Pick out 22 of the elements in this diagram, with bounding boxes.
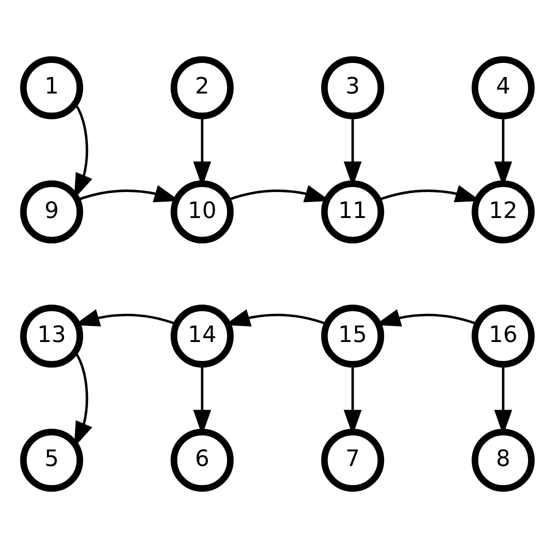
- arrow: [378, 184, 481, 202]
- node-circle: 8: [472, 428, 535, 492]
- node-circle: 11: [321, 180, 384, 243]
- node-circle: 10: [170, 180, 234, 243]
- node-circle: 2: [170, 56, 234, 119]
- node-circle: 9: [20, 180, 84, 243]
- arrow: [77, 184, 180, 202]
- node-circle: 5: [20, 428, 84, 492]
- node-circle: 13: [20, 304, 84, 368]
- node-circle: 6: [170, 428, 234, 492]
- node-circle: 4: [472, 56, 535, 119]
- node-circle: 1: [20, 56, 84, 119]
- node-circle: 16: [472, 304, 535, 368]
- node-circle: 14: [170, 304, 234, 368]
- node-circle: 3: [321, 56, 384, 119]
- arrow: [224, 308, 328, 326]
- arrow: [74, 308, 177, 326]
- node-circle: 15: [321, 304, 384, 368]
- node-circle: 7: [321, 428, 384, 492]
- arrow: [374, 308, 478, 326]
- node-circle: 12: [472, 180, 535, 243]
- arrow: [228, 184, 330, 202]
